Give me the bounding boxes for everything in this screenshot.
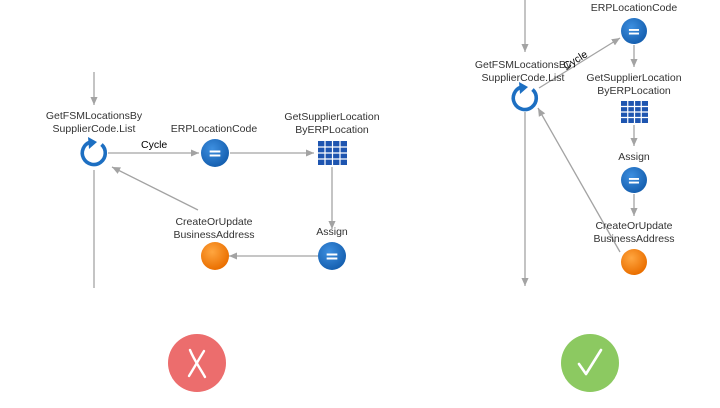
- left-connector-action-back-to-loop: [111, 166, 199, 211]
- server-action-icon: [621, 249, 647, 275]
- left-assign-node[interactable]: =: [318, 242, 346, 270]
- left-assign-erplocationcode-label: ERPLocationCode: [170, 123, 258, 135]
- right-assign-erplocationcode-node[interactable]: =: [621, 18, 647, 44]
- right-connector-action-back-to-loop: [537, 107, 621, 253]
- equals-icon: =: [325, 247, 339, 267]
- right-action-label: CreateOrUpdate BusinessAddress: [593, 220, 675, 245]
- left-assign-erplocationcode-node[interactable]: =: [201, 139, 229, 167]
- right-loop-label: GetFSMLocationsBy SupplierCode.List: [474, 59, 572, 84]
- right-assign-erplocationcode-label: ERPLocationCode: [590, 2, 678, 14]
- loop-icon: [80, 140, 107, 167]
- server-action-icon: [201, 242, 229, 270]
- wrong-verdict-badge: [168, 334, 226, 392]
- correct-verdict-badge: [561, 334, 619, 392]
- cross-icon: [187, 348, 207, 379]
- left-assign-label: Assign: [316, 226, 348, 238]
- left-action-label: CreateOrUpdate BusinessAddress: [173, 216, 255, 241]
- left-aggregate-node[interactable]: [318, 141, 347, 165]
- equals-icon: =: [627, 22, 640, 41]
- left-flow: Cycle = =: [80, 72, 347, 288]
- right-action-node[interactable]: [621, 249, 647, 275]
- right-cycle-connector: [538, 37, 621, 89]
- right-aggregate-node[interactable]: [621, 101, 648, 123]
- left-action-node[interactable]: [201, 242, 229, 270]
- loop-icon: [511, 85, 538, 112]
- left-for-each-node[interactable]: [80, 137, 107, 167]
- right-assign-node[interactable]: =: [621, 167, 647, 193]
- equals-icon: =: [208, 144, 222, 164]
- equals-icon: =: [627, 171, 640, 190]
- right-aggregate-label: GetSupplierLocation ByERPLocation: [586, 72, 682, 97]
- right-assign-label: Assign: [618, 151, 650, 163]
- check-icon: [577, 348, 603, 376]
- left-cycle-label: Cycle: [141, 139, 167, 151]
- left-aggregate-label: GetSupplierLocation ByERPLocation: [284, 111, 380, 136]
- right-for-each-node[interactable]: [511, 82, 538, 112]
- right-flow: Cycle = =: [511, 0, 648, 286]
- left-loop-label: GetFSMLocationsBy SupplierCode.List: [45, 110, 143, 135]
